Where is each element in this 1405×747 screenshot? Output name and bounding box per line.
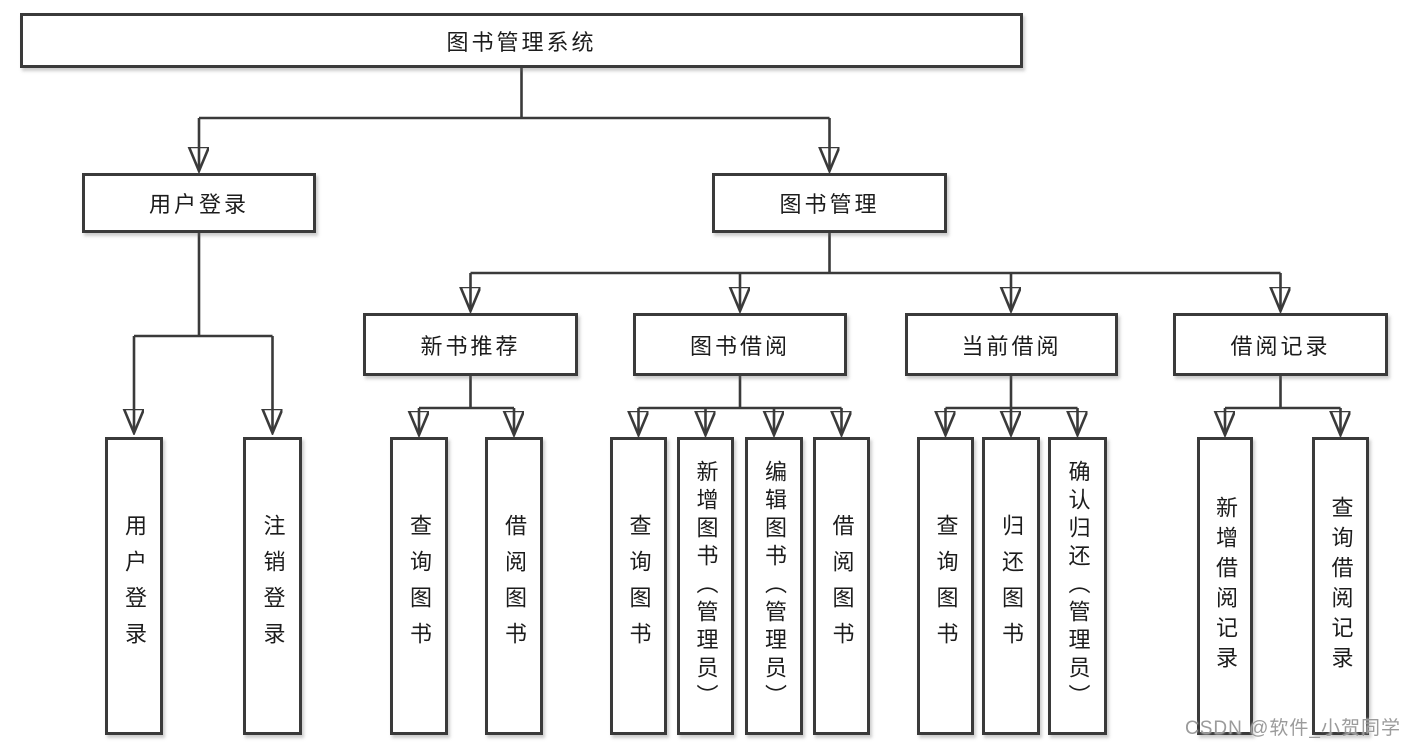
node-new-book-recommend-label: 新书推荐 — [420, 333, 521, 359]
leaf-query-borrow-record-label: 查询借阅记录 — [1328, 496, 1354, 676]
leaf-recommend-query-book: 查询图书 — [390, 437, 448, 735]
leaf-return-book-label: 归还图书 — [999, 514, 1024, 658]
wire-book-borrow-children — [639, 376, 842, 435]
wire-new-book-rec-children — [419, 376, 514, 435]
leaf-borrow-query-book: 查询图书 — [610, 437, 667, 735]
leaf-logout-label: 注销登录 — [260, 514, 286, 658]
wire-borrow-record-children — [1225, 376, 1341, 435]
wire-user-login-children — [134, 233, 273, 433]
leaf-edit-book-admin: 编辑图书（管理员） — [745, 437, 803, 735]
leaf-current-query-book: 查询图书 — [917, 437, 974, 735]
leaf-recommend-query-book-label: 查询图书 — [407, 514, 432, 658]
csdn-watermark: CSDN @软件_小贺同学 — [1185, 718, 1401, 739]
node-book-management-label: 图书管理 — [779, 192, 880, 217]
node-user-login: 用户登录 — [82, 173, 316, 233]
leaf-user-login: 用户登录 — [105, 437, 163, 735]
leaf-return-book: 归还图书 — [982, 437, 1040, 735]
leaf-borrow-query-book-label: 查询图书 — [626, 514, 652, 658]
leaf-add-book-admin-label: 新增图书（管理员） — [693, 460, 719, 712]
node-user-login-label: 用户登录 — [148, 192, 249, 217]
leaf-add-book-admin: 新增图书（管理员） — [677, 437, 734, 735]
node-root-label: 图书管理系统 — [446, 29, 597, 55]
leaf-logout: 注销登录 — [243, 437, 302, 735]
node-current-borrow-label: 当前借阅 — [961, 333, 1062, 359]
leaf-query-borrow-record: 查询借阅记录 — [1312, 437, 1369, 735]
node-book-management: 图书管理 — [712, 173, 947, 233]
leaf-recommend-borrow-book-label: 借阅图书 — [502, 514, 527, 658]
leaf-add-borrow-record: 新增借阅记录 — [1197, 437, 1253, 735]
leaf-edit-book-admin-label: 编辑图书（管理员） — [762, 460, 787, 712]
leaf-borrow-book: 借阅图书 — [813, 437, 870, 735]
leaf-borrow-book-label: 借阅图书 — [829, 514, 855, 658]
node-book-borrow-label: 图书借阅 — [689, 333, 790, 359]
node-borrow-record: 借阅记录 — [1173, 313, 1388, 376]
wire-current-borrow-children — [946, 376, 1078, 435]
node-new-book-recommend: 新书推荐 — [363, 313, 578, 376]
leaf-confirm-return-admin-label: 确认归还（管理员） — [1065, 460, 1091, 712]
leaf-current-query-book-label: 查询图书 — [933, 514, 959, 658]
leaf-add-borrow-record-label: 新增借阅记录 — [1213, 496, 1238, 676]
node-root: 图书管理系统 — [20, 13, 1023, 68]
node-book-borrow: 图书借阅 — [633, 313, 847, 376]
leaf-confirm-return-admin: 确认归还（管理员） — [1048, 437, 1107, 735]
node-borrow-record-label: 借阅记录 — [1230, 333, 1331, 359]
wire-book-mgmt-to-level3 — [471, 233, 1281, 311]
wire-root-to-level2 — [199, 68, 830, 171]
leaf-user-login-label: 用户登录 — [122, 514, 147, 658]
node-current-borrow: 当前借阅 — [905, 313, 1118, 376]
leaf-recommend-borrow-book: 借阅图书 — [485, 437, 543, 735]
